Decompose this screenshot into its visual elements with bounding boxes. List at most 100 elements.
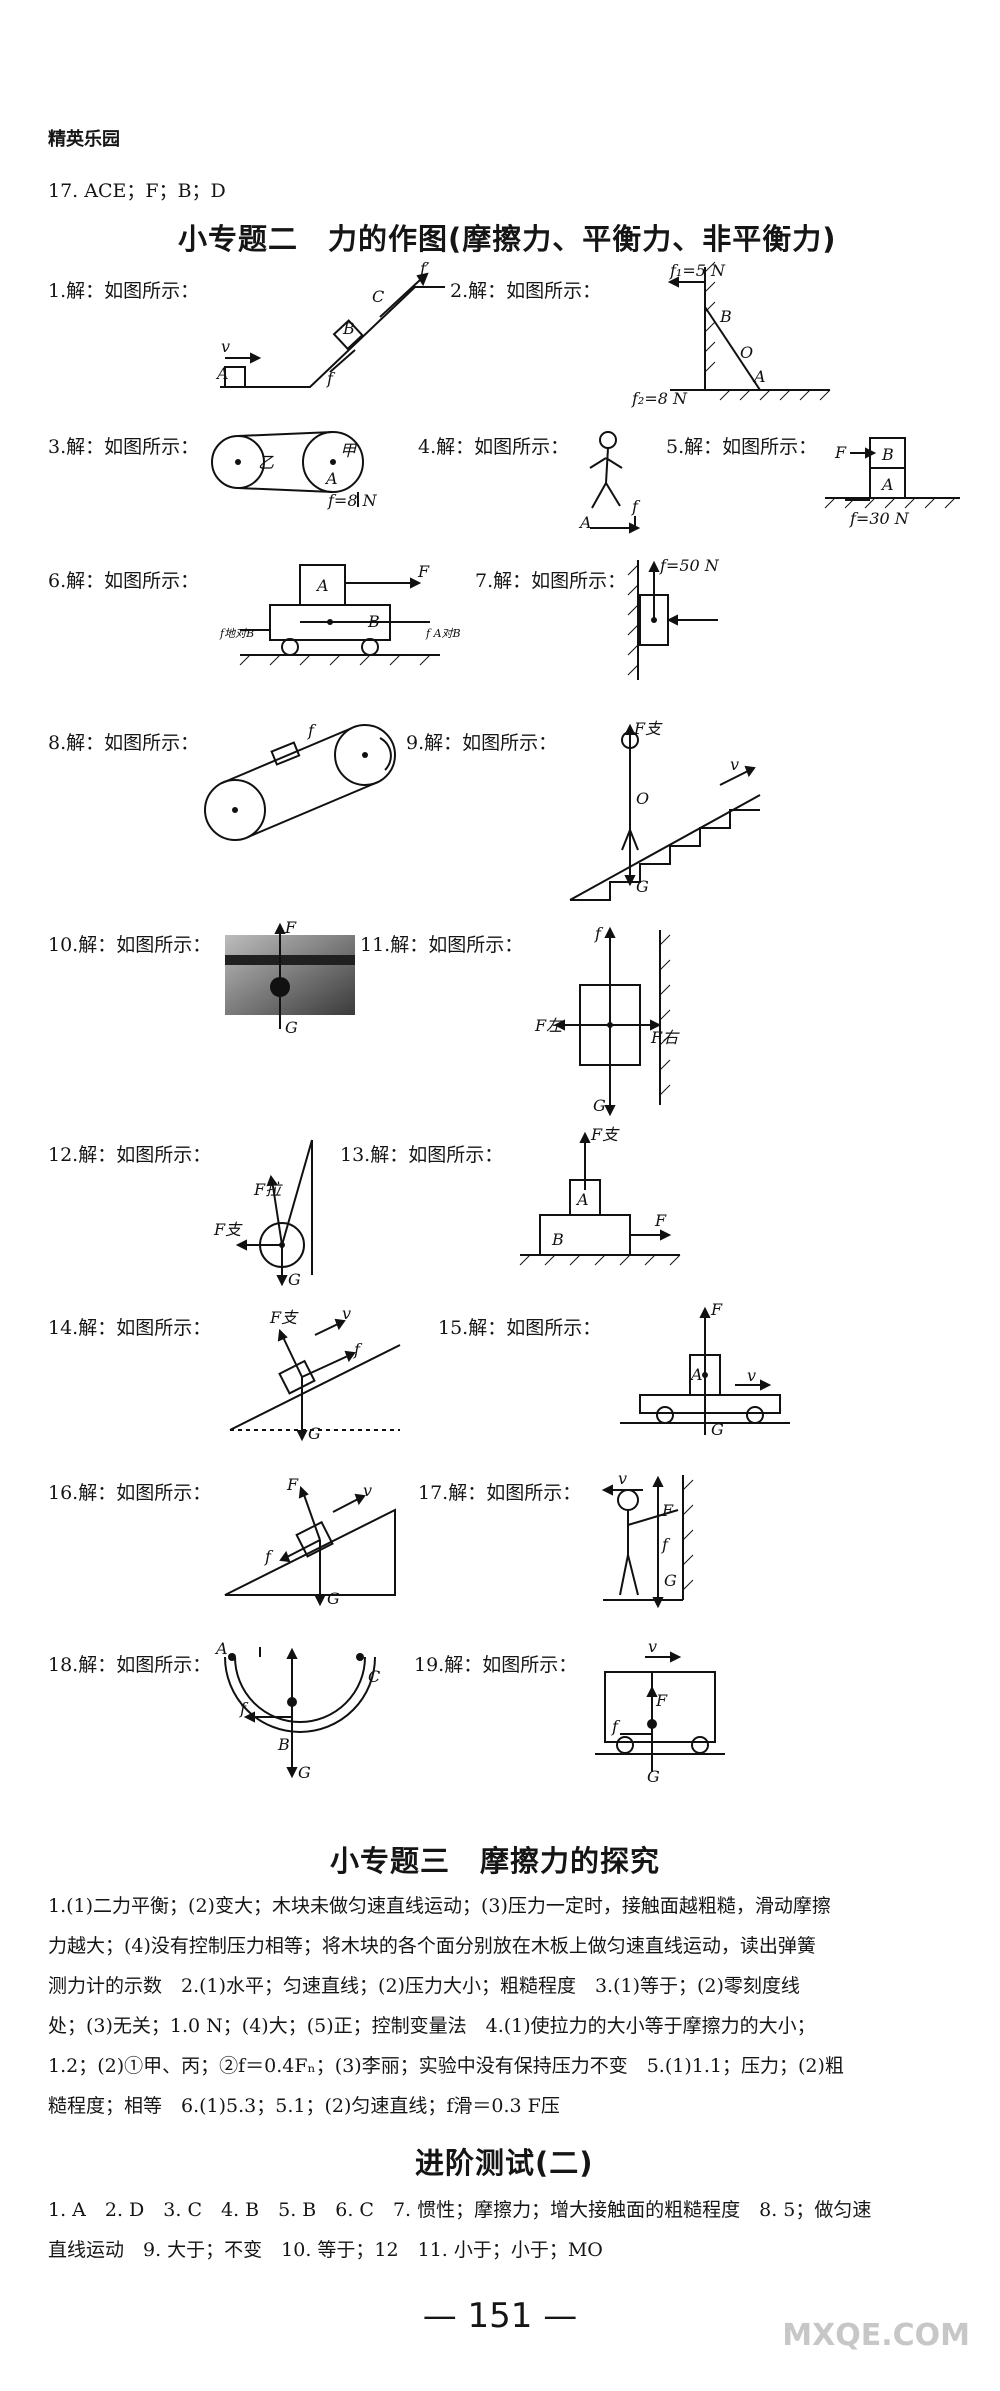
item-3: 3.解：如图所示： bbox=[48, 436, 200, 458]
item-11: 11.解：如图所示： bbox=[360, 934, 524, 956]
label-d11-f: f bbox=[594, 924, 604, 943]
label-d18-b: B bbox=[277, 1735, 290, 1754]
label-d2-b: B bbox=[719, 307, 732, 326]
label-d9-v: v bbox=[730, 755, 739, 774]
label-d4-a: A bbox=[578, 513, 592, 532]
section3-line: 糙程度；相等 6.(1)5.3；5.1；(2)匀速直线；f滑＝0.3 F压 bbox=[48, 2095, 560, 2117]
label-d3-a: A bbox=[324, 469, 338, 488]
diagram-11-forces: f F左 F右 G bbox=[534, 924, 680, 1117]
diagram-5-blocks: F B A f=30 N bbox=[824, 437, 960, 528]
section2-title: 小专题二 力的作图(摩擦力、平衡力、非平衡力) bbox=[178, 222, 837, 256]
section3-line: 1.2；(2)①甲、丙；②f＝0.4Fₙ；(3)李丽；实验中没有保持压力不变 5… bbox=[48, 2055, 844, 2077]
label-d9-f: F支 bbox=[633, 719, 663, 738]
label-d12-g: G bbox=[288, 1270, 301, 1289]
diagram-17-climber: v F f G bbox=[601, 1469, 694, 1609]
label-d17-f2: f bbox=[661, 1535, 671, 1554]
diagram-2-ladder: f₁=5 N B O A f₂=8 N bbox=[631, 261, 831, 408]
label-d2-a: A bbox=[752, 367, 766, 386]
item-5: 5.解：如图所示： bbox=[666, 436, 818, 458]
diagram-7-wall-block: f=50 N bbox=[627, 556, 720, 680]
item-8: 8.解：如图所示： bbox=[48, 732, 200, 754]
label-d6-fab: f A对B bbox=[425, 627, 461, 640]
item-4: 4.解：如图所示： bbox=[418, 436, 570, 458]
item-6: 6.解：如图所示： bbox=[48, 570, 200, 592]
item-14: 14.解：如图所示： bbox=[48, 1317, 212, 1339]
label-d18-f: f bbox=[239, 1699, 249, 1718]
section3-line: 力越大；(4)没有控制压力相等；将木块的各个面分别放在木板上做匀速直线运动，读出… bbox=[48, 1935, 816, 1957]
label-d5-f: F bbox=[834, 443, 847, 462]
label-d16-f2: f bbox=[264, 1547, 274, 1566]
diagram-8-conveyor: f bbox=[204, 721, 396, 841]
label-d11-g: G bbox=[593, 1096, 606, 1115]
item-10: 10.解：如图所示： bbox=[48, 934, 212, 956]
label-d12-fzhi: F支 bbox=[213, 1220, 243, 1239]
section3-answers: 1.(1)二力平衡；(2)变大；木块未做匀速直线运动；(3)压力一定时，接触面越… bbox=[48, 1886, 958, 2126]
label-d1-a: A bbox=[215, 364, 229, 383]
item-16: 16.解：如图所示： bbox=[48, 1482, 212, 1504]
label-d7-f: f=50 N bbox=[659, 556, 720, 575]
label-d3-yi: 乙 bbox=[258, 453, 274, 472]
section3-line: 测力计的示数 2.(1)水平；匀速直线；(2)压力大小；粗糙程度 3.(1)等于… bbox=[48, 1975, 800, 1997]
diagram-12-ball-wall: F拉 F支 G bbox=[213, 1139, 313, 1289]
label-d2-f2: f₂=8 N bbox=[631, 389, 688, 408]
label-d9-g: G bbox=[636, 877, 649, 896]
label-d3-jia: 甲 bbox=[340, 441, 358, 460]
label-d2-f1: f₁=5 N bbox=[669, 261, 726, 280]
item-19: 19.解：如图所示： bbox=[414, 1654, 578, 1676]
label-d3-f: f=8 N bbox=[327, 491, 378, 510]
item-18: 18.解：如图所示： bbox=[48, 1654, 212, 1676]
item-13: 13.解：如图所示： bbox=[340, 1144, 504, 1166]
label-d19-g: G bbox=[647, 1767, 660, 1786]
diagram-19-cart-ball: v F f G bbox=[595, 1637, 725, 1786]
section4-line: 1. A 2. D 3. C 4. B 5. B 6. C 7. 惯性；摩擦力；… bbox=[48, 2199, 872, 2221]
label-d16-g: G bbox=[327, 1589, 340, 1608]
page-header-label: 精英乐园 bbox=[48, 129, 120, 150]
label-d13-b: B bbox=[551, 1230, 564, 1249]
label-d1-f: f bbox=[326, 369, 336, 388]
label-d6-b: B bbox=[367, 612, 380, 631]
label-d14-v: v bbox=[342, 1304, 351, 1323]
label-d1-b: B bbox=[342, 319, 355, 338]
previous-answer-17: 17. ACE；F；B；D bbox=[48, 180, 226, 202]
label-d11-fl: F左 bbox=[534, 1016, 564, 1035]
label-d9-o: O bbox=[636, 789, 649, 808]
label-d10-f: F bbox=[284, 918, 297, 937]
section3-line: 处；(3)无关；1.0 N；(4)大；(5)正；控制变量法 4.(1)使拉力的大… bbox=[48, 2015, 816, 2037]
label-d1-c: C bbox=[372, 287, 384, 306]
label-d12-fla: F拉 bbox=[253, 1180, 283, 1199]
label-d13-a: A bbox=[575, 1190, 589, 1209]
label-d6-f: F bbox=[417, 562, 430, 581]
section3-title: 小专题三 摩擦力的探究 bbox=[330, 1844, 661, 1878]
item-9: 9.解：如图所示： bbox=[406, 732, 558, 754]
diagram-3-belt: 乙 甲 A f=8 N bbox=[211, 431, 378, 510]
label-d1-f2: f′ bbox=[419, 259, 430, 278]
label-d13-force: F bbox=[654, 1211, 667, 1230]
item-2: 2.解：如图所示： bbox=[450, 280, 602, 302]
label-d18-g: G bbox=[298, 1763, 311, 1782]
diagram-15-cart: F A v G bbox=[620, 1300, 790, 1439]
label-d6-a: A bbox=[315, 576, 329, 595]
label-d18-c: C bbox=[368, 1667, 380, 1686]
label-d15-g: G bbox=[711, 1420, 724, 1439]
label-d19-v: v bbox=[648, 1637, 657, 1656]
label-d5-b: B bbox=[881, 445, 894, 464]
diagram-16-wedge: F v f G bbox=[224, 1475, 396, 1608]
label-d6-fground: f地对B bbox=[219, 627, 254, 640]
label-d15-f: F bbox=[710, 1300, 723, 1319]
label-d15-v: v bbox=[747, 1366, 756, 1385]
section3-line: 1.(1)二力平衡；(2)变大；木块未做匀速直线运动；(3)压力一定时，接触面越… bbox=[48, 1895, 831, 1917]
item-17: 17.解：如图所示： bbox=[418, 1482, 582, 1504]
item-7: 7.解：如图所示： bbox=[475, 570, 627, 592]
diagram-1-incline: A v B C f f′ bbox=[215, 259, 445, 388]
diagram-13-stack: F支 A B F bbox=[519, 1125, 681, 1266]
item-15: 15.解：如图所示： bbox=[438, 1317, 602, 1339]
watermark: MXQE.COM bbox=[782, 2318, 970, 2353]
label-d16-v: v bbox=[363, 1481, 372, 1500]
label-d11-fr: F右 bbox=[650, 1028, 680, 1047]
label-d17-v: v bbox=[618, 1469, 627, 1488]
item-12: 12.解：如图所示： bbox=[48, 1144, 212, 1166]
label-d17-g: G bbox=[664, 1571, 677, 1590]
diagram-6-cart: A F B f地对B f A对B bbox=[219, 562, 461, 666]
label-d2-o: O bbox=[740, 343, 753, 362]
label-d15-a: A bbox=[689, 1365, 703, 1384]
